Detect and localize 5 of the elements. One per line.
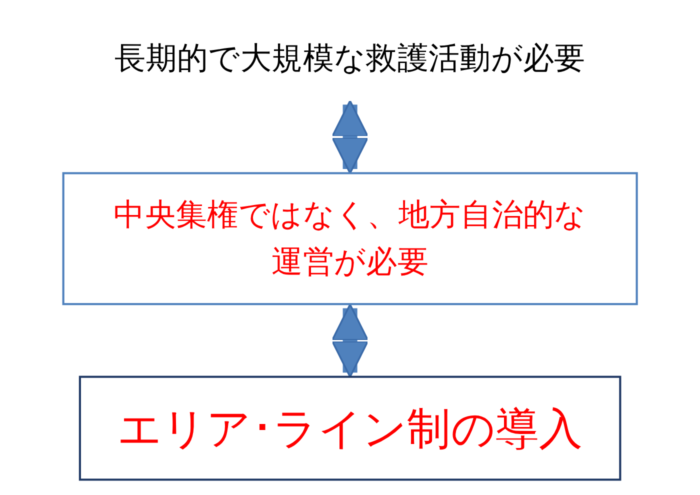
node-text: 長期的で大規模な救護活動が必要: [114, 40, 586, 76]
arrow: [331, 100, 369, 174]
node-box: 中央集権ではなく、地方自治的な運営が必要: [62, 172, 638, 305]
arrow: [331, 303, 369, 378]
node-box: エリア･ライン制の導入: [78, 375, 622, 480]
